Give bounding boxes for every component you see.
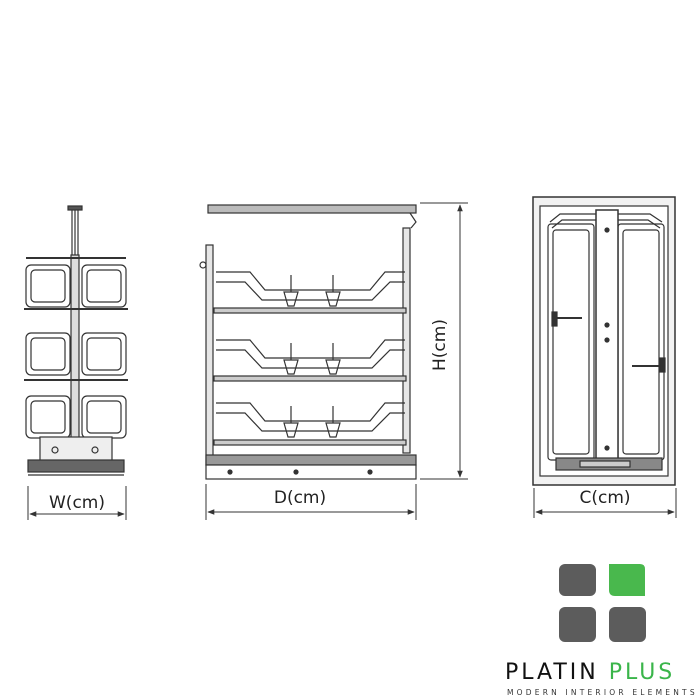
cabinet-label: C(cm) — [579, 488, 630, 508]
brand-name: PLATIN PLUS — [505, 660, 700, 685]
depth-dimension — [205, 484, 417, 520]
height-label: H(cm) — [430, 319, 450, 371]
brand-name-part1: PLATIN — [505, 660, 599, 685]
cabinet-dimension — [533, 488, 677, 518]
brand-name-part2: PLUS — [608, 660, 676, 685]
side-view — [24, 205, 128, 476]
brand-tagline: MODERN INTERIOR ELEMENTS — [507, 688, 698, 697]
side-basket-row-2 — [24, 332, 128, 381]
width-dimension — [27, 486, 127, 520]
brand-logo-icon — [559, 564, 646, 642]
front-tray-2 — [213, 339, 407, 382]
width-label: W(cm) — [49, 493, 105, 513]
side-basket-row-1 — [24, 264, 128, 310]
front-tray-3 — [213, 402, 407, 446]
depth-label: D(cm) — [274, 488, 326, 508]
top-view — [532, 196, 676, 486]
front-view — [199, 204, 417, 480]
front-tray-1 — [213, 271, 407, 314]
height-dimension — [420, 202, 468, 480]
